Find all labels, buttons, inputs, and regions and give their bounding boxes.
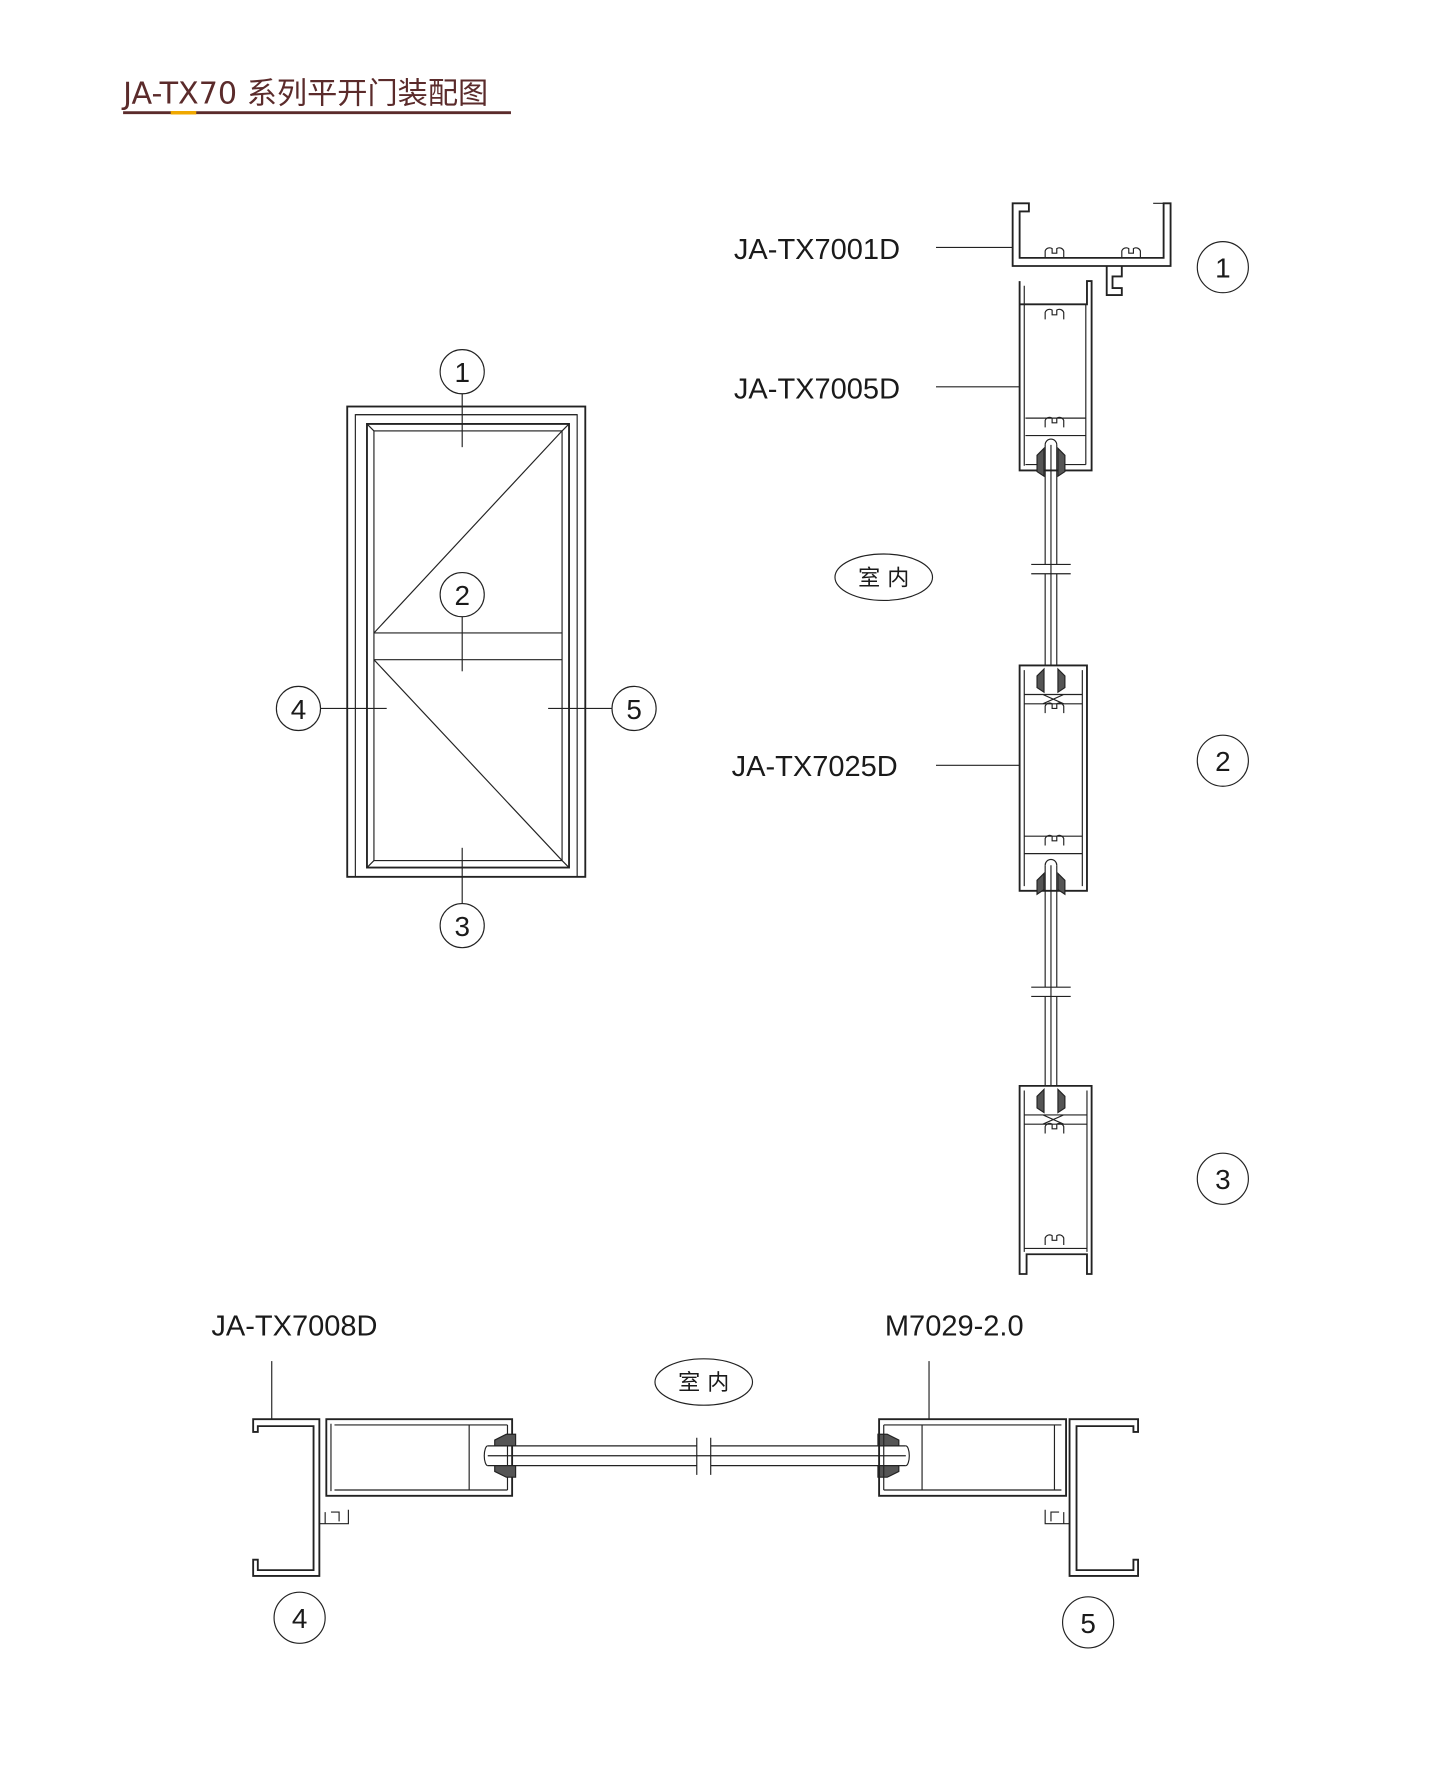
- label-ja-tx7001d: JA-TX7001D: [734, 234, 900, 266]
- section-callout-5: 5: [1062, 1596, 1115, 1649]
- svg-text:5: 5: [626, 694, 642, 725]
- section-callout-2: 2: [1196, 734, 1249, 787]
- door-elevation: [320, 393, 612, 904]
- horizontal-section: [252, 1361, 1139, 1577]
- svg-text:4: 4: [291, 694, 307, 725]
- section-callout-1: 1: [1196, 241, 1249, 294]
- elevation-callout-1: 1: [439, 349, 485, 395]
- svg-text:室 内: 室 内: [858, 566, 909, 591]
- svg-text:室 内: 室 内: [678, 1371, 729, 1396]
- label-m7029: M7029-2.0: [885, 1311, 1024, 1343]
- svg-text:1: 1: [1215, 253, 1230, 284]
- vertical-section: [936, 202, 1172, 1275]
- elevation-callout-5: 5: [611, 685, 657, 732]
- interior-label-horizontal: 室 内: [654, 1358, 754, 1406]
- elevation-callout-4: 4: [275, 685, 322, 732]
- label-ja-tx7008d: JA-TX7008D: [211, 1311, 377, 1343]
- label-ja-tx7025d: JA-TX7025D: [732, 751, 898, 783]
- svg-text:2: 2: [1215, 746, 1230, 777]
- elevation-callout-2: 2: [439, 572, 485, 618]
- section-callout-3: 3: [1196, 1152, 1249, 1205]
- svg-text:2: 2: [454, 580, 470, 611]
- svg-text:4: 4: [292, 1603, 308, 1634]
- elevation-callout-3: 3: [439, 902, 485, 949]
- label-ja-tx7005d: JA-TX7005D: [734, 373, 900, 405]
- svg-text:5: 5: [1080, 1608, 1096, 1639]
- page-title: JA-TX70 系列平开门装配图: [121, 76, 488, 111]
- svg-text:3: 3: [454, 911, 470, 942]
- interior-label-vertical: 室 内: [834, 553, 934, 602]
- svg-text:1: 1: [454, 357, 470, 388]
- svg-text:3: 3: [1215, 1164, 1230, 1195]
- section-callout-4: 4: [273, 1591, 326, 1644]
